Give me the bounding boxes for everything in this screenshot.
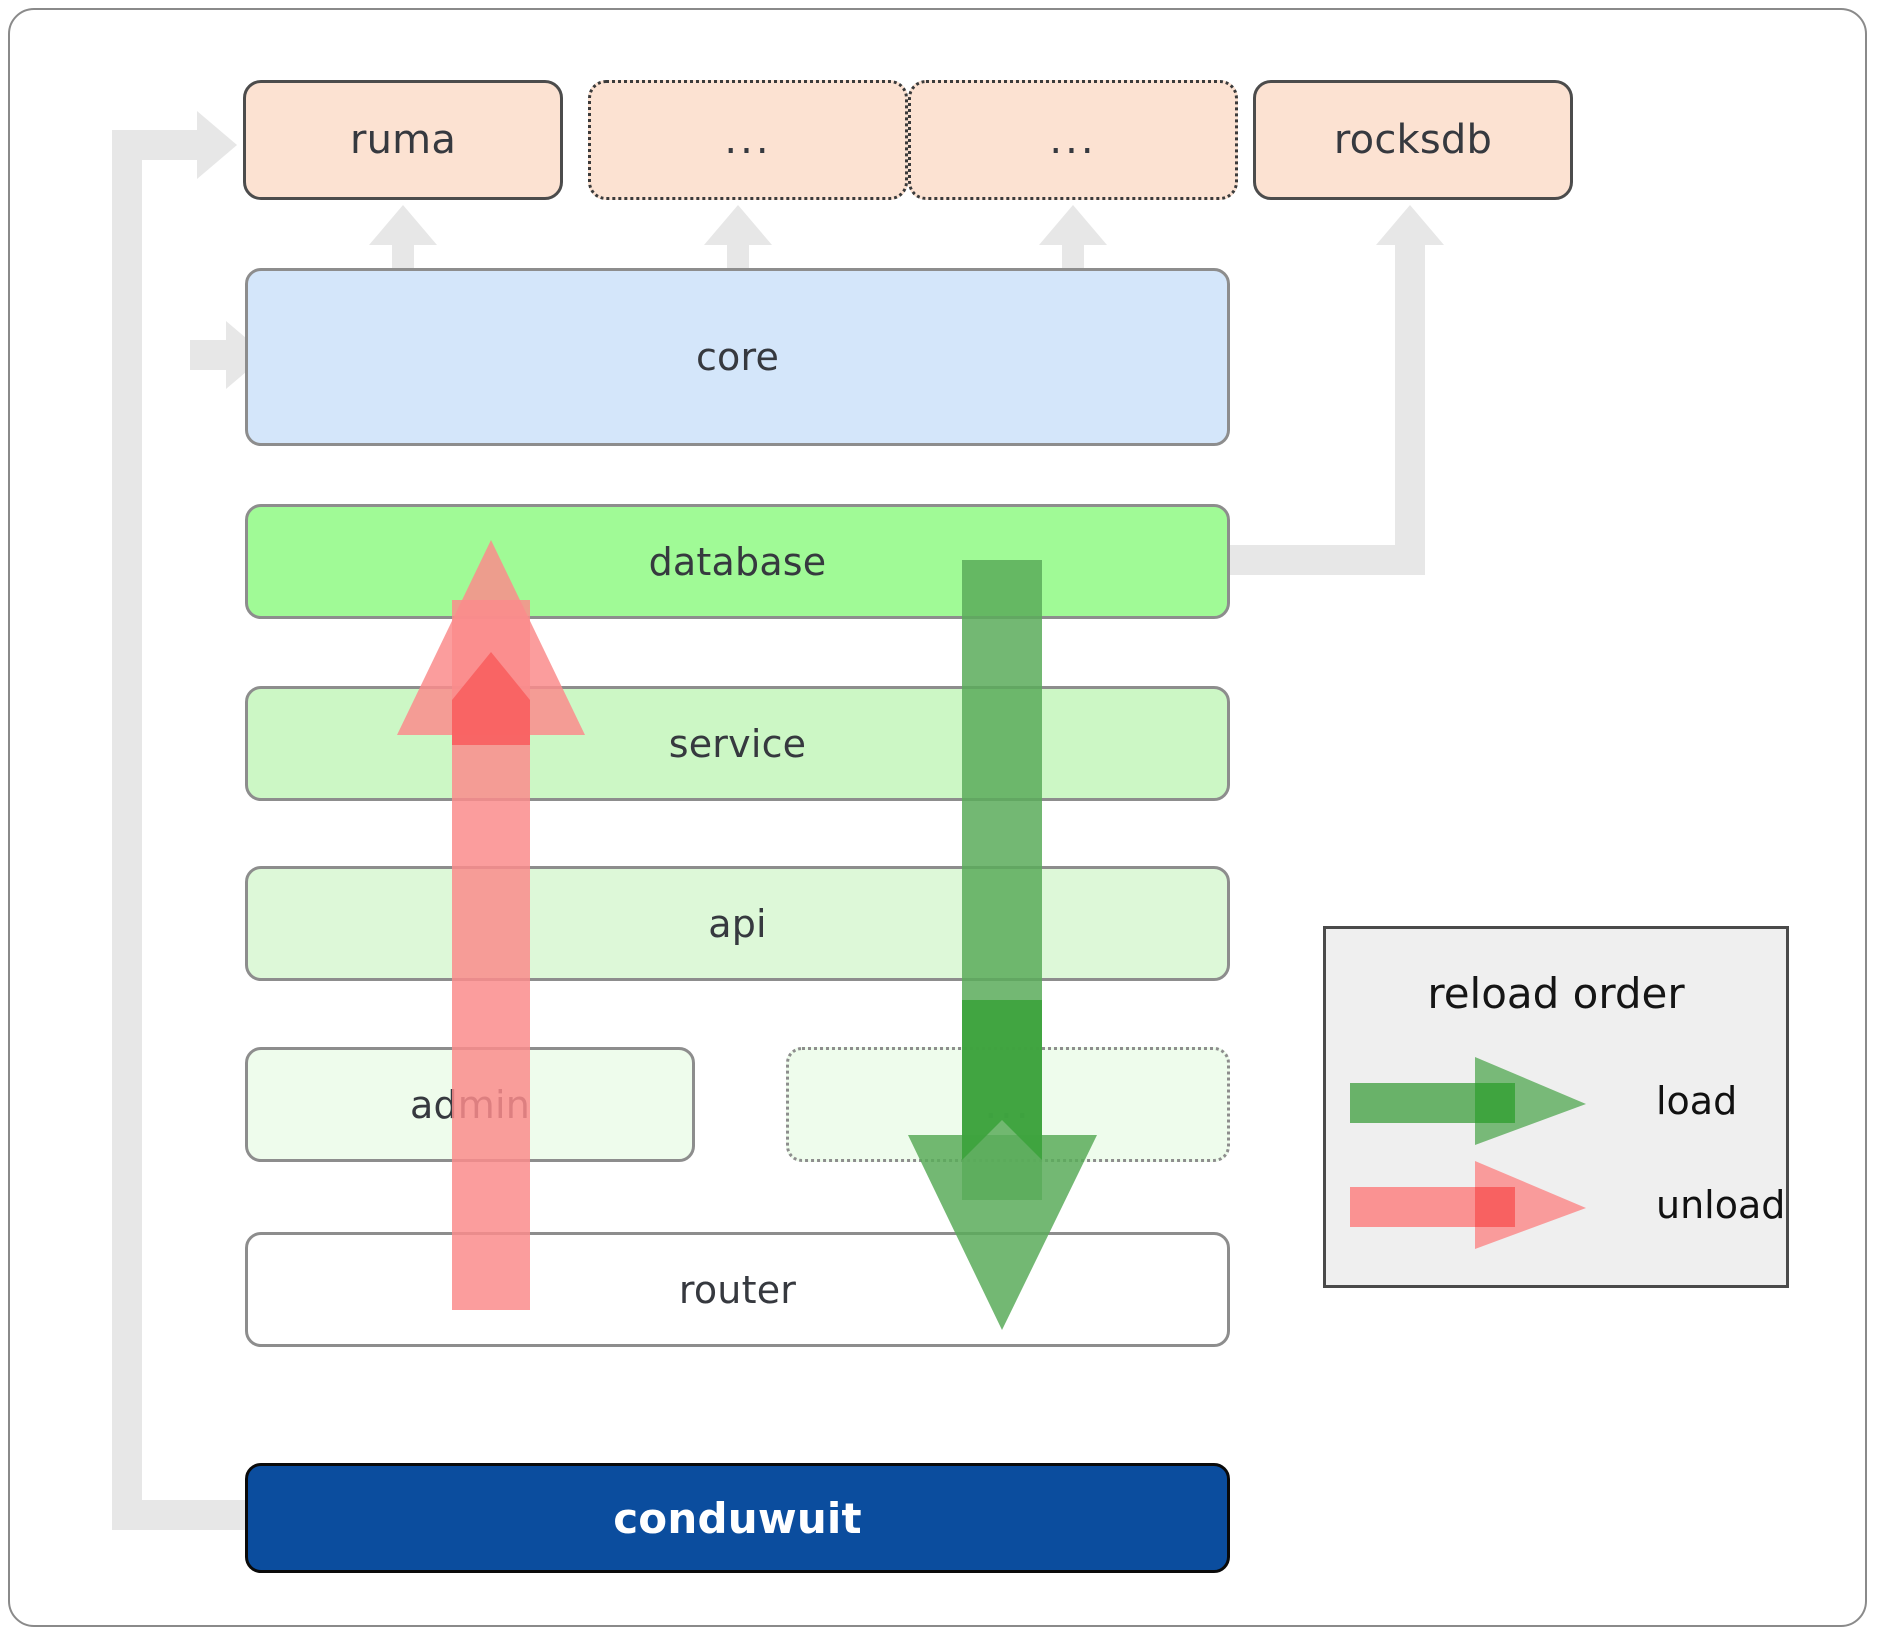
dependency-box-ellipsis-2[interactable]: ... (908, 80, 1238, 200)
layer-label-router: router (678, 1267, 797, 1312)
connector-rocksdb-vertical (1395, 245, 1425, 575)
dependency-label-rocksdb: rocksdb (1333, 117, 1493, 163)
unload-arrow (390, 540, 590, 1310)
connector-branch-ruma-h (112, 130, 197, 160)
load-arrow (900, 560, 1105, 1330)
layer-box-router[interactable]: router (245, 1232, 1230, 1347)
connector-arrowhead-ruma (197, 111, 237, 179)
legend-panel: reload order load unload (1323, 926, 1789, 1288)
connector-core-dots1-head (704, 205, 772, 245)
layer-label-core: core (695, 335, 780, 379)
dependency-label-ruma: ruma (349, 117, 457, 163)
root-box-conduwuit[interactable]: conduwuit (245, 1463, 1230, 1573)
connector-core-ruma-head (369, 205, 437, 245)
layer-label-database: database (648, 539, 827, 584)
legend-row-unload (1350, 1161, 1586, 1253)
legend-row-load (1350, 1057, 1586, 1149)
layer-box-api[interactable]: api (245, 866, 1230, 981)
dependency-label-ellipsis-1: ... (724, 117, 772, 163)
dependency-label-ellipsis-2: ... (1049, 117, 1097, 163)
legend-label-load: load (1656, 1079, 1738, 1123)
connector-arrowhead-rocksdb (1376, 205, 1444, 245)
layer-label-service: service (668, 721, 807, 766)
layer-label-api: api (708, 901, 767, 946)
dependency-box-ellipsis-1[interactable]: ... (588, 80, 908, 200)
connector-branch-ruma (112, 130, 142, 370)
legend-title: reload order (1427, 969, 1685, 1018)
root-label-conduwuit: conduwuit (613, 1493, 862, 1543)
connector-root-horizontal (112, 1500, 252, 1530)
dependency-box-rocksdb[interactable]: rocksdb (1253, 80, 1573, 200)
connector-rocksdb-horizontal (1225, 545, 1425, 575)
layer-box-core[interactable]: core (245, 268, 1230, 446)
connector-core-dots2-head (1039, 205, 1107, 245)
legend-label-unload: unload (1656, 1183, 1786, 1227)
layer-box-service[interactable]: service (245, 686, 1230, 801)
layer-box-database[interactable]: database (245, 504, 1230, 619)
dependency-box-ruma[interactable]: ruma (243, 80, 563, 200)
